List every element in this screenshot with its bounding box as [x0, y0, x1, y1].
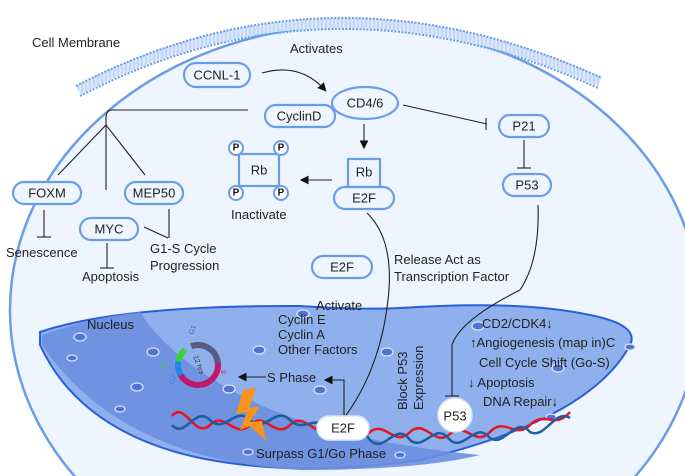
surpass-label: Surpass G1/Go Phase	[256, 446, 386, 461]
node-p21[interactable]: P21	[497, 113, 551, 139]
node-e2f-free[interactable]: E2F	[310, 254, 374, 280]
s-phase-label: S Phase	[267, 370, 316, 385]
activate-label: Activate	[316, 298, 362, 313]
dna-strand-blue	[171, 414, 571, 446]
node-rb-inactive[interactable]: Rb P P P P	[228, 140, 289, 201]
p53-to-nucleus-curve	[451, 204, 539, 396]
node-p53-cytoplasm[interactable]: P53	[501, 172, 553, 198]
node-rb-bound-label: Rb	[356, 165, 373, 180]
release-label-line2: Transcription Factor	[394, 269, 510, 284]
phospho-icon: P	[273, 140, 289, 156]
node-p53-nucleus-label: P53	[443, 409, 466, 424]
phospho-icon: P	[228, 185, 244, 201]
g1s-label-line1: G1-S Cycle	[150, 241, 216, 256]
node-myc-label: MYC	[95, 222, 124, 237]
node-cd46[interactable]: CD4/6	[330, 85, 400, 121]
svg-text:P: P	[233, 188, 240, 199]
myc-to-g1s	[143, 226, 169, 239]
apoptosis-label: Apoptosis	[82, 269, 140, 284]
phase-s-label: S	[220, 369, 228, 376]
node-cyclind[interactable]: CyclinD	[263, 103, 337, 129]
cyclin-a-label: Cyclin A	[278, 327, 325, 342]
branch-to-foxm	[57, 124, 107, 176]
cell-membrane-label: Cell Membrane	[32, 35, 120, 50]
cell-membrane-bilayer	[75, 18, 603, 95]
effect-item: ↓ Apoptosis	[468, 375, 535, 390]
phospho-icon: P	[273, 185, 289, 201]
node-myc[interactable]: MYC	[78, 216, 140, 242]
node-mep50[interactable]: MEP50	[123, 180, 185, 206]
node-mep50-label: MEP50	[133, 186, 176, 201]
nuclear-pores	[66, 309, 636, 459]
node-p53-cytoplasm-label: P53	[515, 178, 538, 193]
arrow-e2f-to-sphase	[323, 375, 345, 418]
node-rb-inactive-label: Rb	[251, 163, 268, 178]
node-rb-e2f-complex[interactable]: Rb E2F	[332, 157, 396, 211]
node-foxm-label: FOXM	[28, 186, 66, 201]
svg-text:P: P	[278, 188, 285, 199]
cyclin-e-label: Cyclin E	[278, 312, 326, 327]
nucleus-label: Nucleus	[87, 317, 134, 332]
inactivate-label: Inactivate	[231, 207, 287, 222]
branch-to-mep50	[105, 124, 146, 176]
phase-g2-label: G2	[168, 374, 178, 385]
other-factors-label: Other Factors	[278, 342, 358, 357]
membrane-outer-line	[75, 17, 603, 87]
effect-item: ↑Angiogenesis (map in)C	[470, 335, 615, 350]
node-cyclind-label: CyclinD	[277, 109, 322, 124]
node-e2f-nucleus[interactable]: E2F	[316, 415, 370, 441]
release-label-line1: Release Act as	[394, 252, 481, 267]
block-p53-label-line1: Block P53	[395, 351, 410, 410]
svg-text:P: P	[233, 143, 240, 154]
node-e2f-bound-label: E2F	[352, 191, 376, 206]
node-ccnl1-label: CCNL-1	[194, 68, 241, 83]
phase-g1-label: G1	[188, 324, 198, 335]
effect-item: CD2/CDK4↓	[482, 316, 553, 331]
lightning-icon	[236, 388, 266, 441]
senescence-label: Senescence	[6, 245, 78, 260]
node-cd46-label: CD4/6	[347, 96, 384, 111]
effects-list: CD2/CDK4↓ ↑Angiogenesis (map in)C Cell C…	[468, 316, 615, 409]
node-foxm[interactable]: FOXM	[11, 180, 83, 206]
branch-line	[105, 109, 248, 125]
block-p53-label-line2: Expression	[411, 346, 426, 410]
node-e2f-nucleus-label: E2F	[331, 421, 355, 436]
node-e2f-free-label: E2F	[330, 260, 354, 275]
g1s-label-line2: Progression	[150, 258, 219, 273]
arrow-ccnl1-to-cd46	[261, 69, 327, 92]
phospho-icon: P	[228, 140, 244, 156]
phase-m-label: M	[160, 363, 169, 371]
dna-strand-red	[171, 410, 571, 440]
e2f-release-curve	[343, 212, 390, 419]
node-ccnl1[interactable]: CCNL-1	[182, 61, 252, 89]
effect-item: Cell Cycle Shift (Go-S)	[479, 355, 610, 370]
effect-item: DNA Repair↓	[483, 394, 558, 409]
cd46-inhibits-p21	[402, 104, 488, 125]
activates-label: Activates	[290, 41, 343, 56]
svg-text:P: P	[278, 143, 285, 154]
node-p53-nucleus[interactable]: P53	[437, 397, 473, 433]
node-p21-label: P21	[512, 119, 535, 134]
